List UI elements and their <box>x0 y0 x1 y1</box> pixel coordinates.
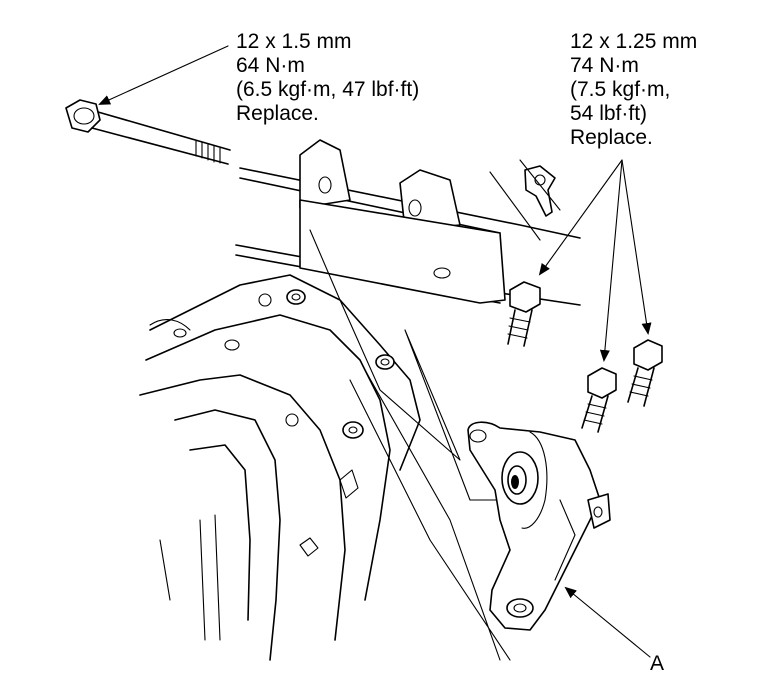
right-bolts-torque-lbf: 54 lbf·ft) <box>570 102 648 125</box>
long-through-bolt <box>65 99 231 165</box>
transmission-mount <box>467 421 611 631</box>
right-bolts-size: 12 x 1.25 mm <box>570 30 698 53</box>
left-bolt-torque: 64 N·m <box>236 54 305 77</box>
leader-right-bolt-1 <box>538 159 623 276</box>
right-bolts-torque-kgf: (7.5 kgf·m, <box>570 78 671 101</box>
leader-left-bolt <box>98 45 229 105</box>
engine-block <box>139 229 511 661</box>
left-bolt-spec: 12 x 1.5 mm 64 N·m (6.5 kgf·m, 47 lbf·ft… <box>236 30 419 126</box>
left-bolt-size: 12 x 1.5 mm <box>236 30 352 53</box>
right-bolts-spec: 12 x 1.25 mm 74 N·m (7.5 kgf·m, 54 lbf·f… <box>570 30 697 150</box>
part-a-label: A <box>650 652 665 675</box>
leader-part-a <box>564 586 651 658</box>
right-bolts-torque: 74 N·m <box>570 54 639 77</box>
upper-bracket <box>235 139 581 306</box>
mount-bolt-2 <box>581 367 617 433</box>
leader-right-bolt-3 <box>621 159 652 335</box>
mount-bolt-3 <box>627 339 663 407</box>
mount-bolts <box>507 281 663 433</box>
left-bolt-note: Replace. <box>236 102 319 125</box>
leader-arrows <box>98 45 652 658</box>
left-bolt-torque-alt: (6.5 kgf·m, 47 lbf·ft) <box>236 78 420 101</box>
right-bolts-note: Replace. <box>570 126 653 149</box>
leader-right-bolt-2 <box>599 159 623 362</box>
mount-bolt-1 <box>507 281 541 347</box>
